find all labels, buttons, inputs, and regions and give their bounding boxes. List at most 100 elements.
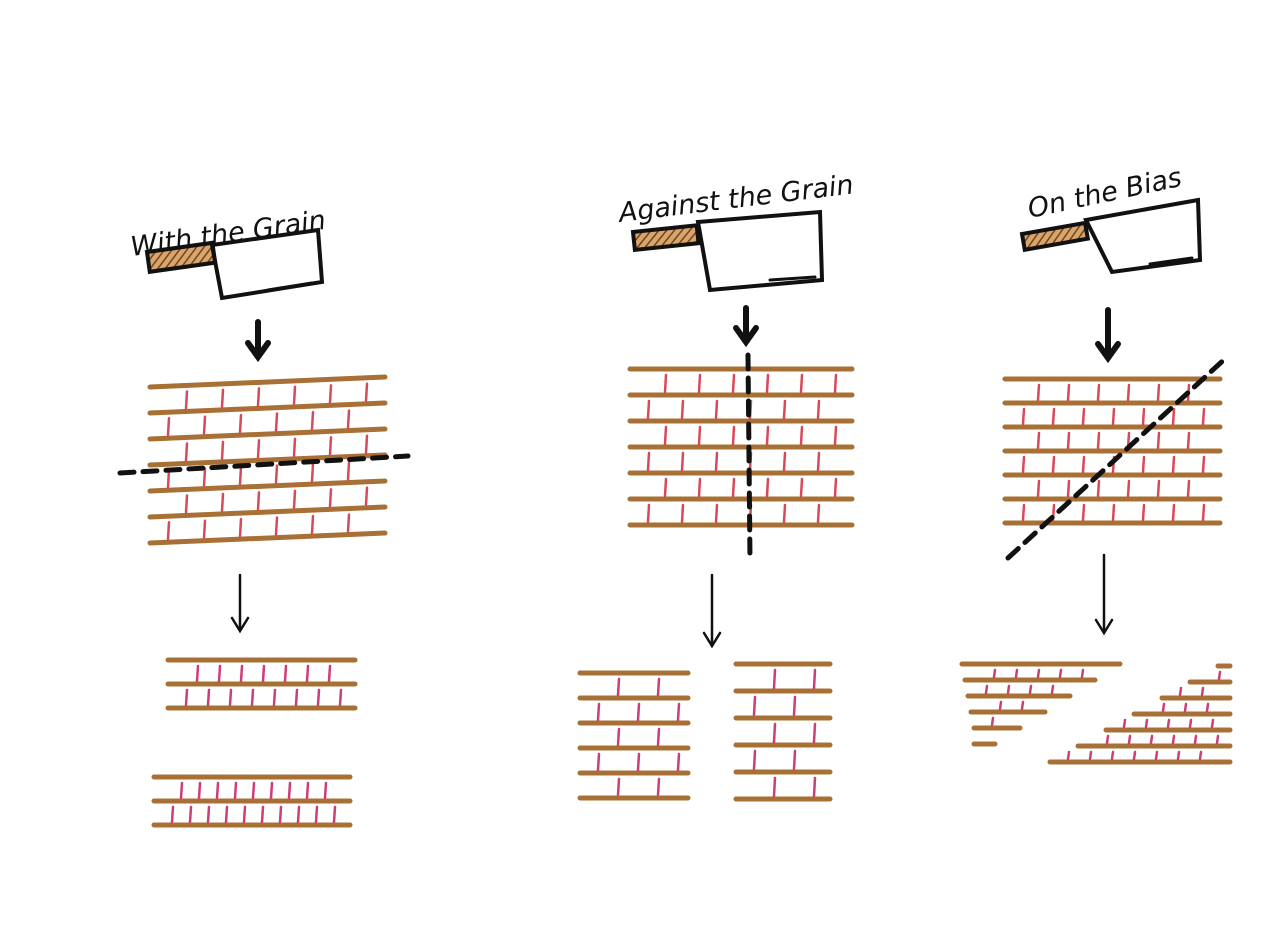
fiber-mark: [772, 668, 777, 690]
fiber-mark: [1217, 670, 1222, 681]
fiber-mark: [328, 384, 333, 404]
fiber-mark: [1186, 479, 1191, 498]
fiber-mark: [1141, 503, 1146, 522]
fiber-mark: [990, 716, 995, 727]
fiber-mark: [1156, 431, 1161, 450]
fiber-mark: [731, 425, 736, 446]
fiber-mark: [1021, 503, 1026, 522]
fiber-mark: [1105, 734, 1110, 745]
fiber-mark: [184, 494, 189, 514]
fiber-mark: [1198, 750, 1203, 761]
fiber-mark: [238, 465, 243, 486]
fiber-mark: [166, 416, 171, 437]
fiber-mark: [1111, 407, 1116, 426]
fiber-mark: [1126, 383, 1131, 402]
fiber-mark: [206, 805, 211, 824]
fiber-mark: [1144, 718, 1149, 729]
fiber-mark: [310, 514, 315, 535]
fiber-mark: [1081, 407, 1086, 426]
panel-with-the-grain: With the Grain: [117, 205, 411, 828]
fiber-mark: [220, 492, 225, 513]
fiber-mark: [274, 412, 279, 432]
fiber-mark: [1080, 668, 1085, 679]
fiber-mark: [1200, 686, 1205, 697]
fiber-mark: [310, 462, 315, 483]
fiber-mark: [833, 477, 838, 498]
fiber-mark: [799, 477, 804, 498]
fiber-mark: [166, 468, 171, 489]
fiber-mark: [272, 688, 277, 707]
fiber-mark: [1096, 479, 1101, 498]
fiber-mark: [1127, 734, 1132, 745]
arrow-down-icon: [733, 305, 759, 348]
fiber-mark: [812, 668, 817, 690]
fiber-mark: [251, 781, 256, 800]
fiber-mark: [636, 752, 641, 772]
knife-icon: [144, 227, 325, 301]
fiber-mark: [1006, 684, 1011, 695]
fiber-mark: [228, 688, 233, 707]
fiber-mark: [1161, 702, 1166, 713]
fiber-mark: [364, 382, 369, 403]
fiber-mark: [992, 668, 997, 679]
fiber-mark: [1036, 431, 1041, 450]
cut-line: [117, 453, 411, 476]
fiber-mark: [676, 702, 681, 722]
fiber-mark: [274, 464, 279, 484]
fiber-mark: [1028, 684, 1033, 695]
fiber-mark: [323, 781, 328, 800]
fiber-mark: [1149, 734, 1154, 745]
fiber-mark: [310, 410, 315, 431]
fiber-mark: [1021, 407, 1026, 426]
fiber-mark: [663, 425, 668, 446]
fiber-mark: [799, 373, 804, 394]
fiber-mark: [765, 425, 770, 446]
fiber-mark: [269, 781, 274, 800]
panel-against-the-grain: Against the Grain: [577, 169, 855, 802]
fiber-mark: [1066, 431, 1071, 450]
fiber-mark: [1141, 407, 1146, 426]
fiber-mark: [833, 425, 838, 446]
fiber-mark: [239, 664, 244, 683]
fiber-mark: [1193, 734, 1198, 745]
fiber-mark: [1201, 503, 1206, 522]
cut-result-pieces: [577, 661, 833, 802]
fiber-mark: [765, 477, 770, 498]
fiber-mark: [260, 805, 265, 824]
fiber-mark: [1171, 407, 1176, 426]
fiber-mark: [782, 503, 787, 524]
fiber-mark: [188, 805, 193, 824]
fiber-mark: [1088, 750, 1093, 761]
panel-on-the-bias: On the Bias: [959, 162, 1233, 765]
fiber-mark: [680, 451, 685, 472]
fiber-mark: [596, 702, 601, 722]
fiber-mark: [1081, 455, 1086, 474]
fiber-mark: [1186, 431, 1191, 450]
fiber-mark: [1066, 383, 1071, 402]
fiber-mark: [731, 373, 736, 394]
grain-line: [147, 504, 388, 520]
fiber-mark: [1188, 718, 1193, 729]
fiber-mark: [816, 399, 821, 420]
fiber-mark: [646, 451, 651, 472]
fiber-mark: [220, 388, 225, 409]
fiber-mark: [184, 688, 189, 707]
fiber-mark: [1036, 479, 1041, 498]
fiber-mark: [1014, 668, 1019, 679]
fiber-mark: [305, 781, 310, 800]
fiber-mark: [1066, 750, 1071, 761]
fiber-mark: [202, 467, 207, 487]
fiber-mark: [202, 519, 207, 539]
fiber-mark: [256, 439, 261, 459]
fiber-mark: [242, 805, 247, 824]
fiber-mark: [596, 752, 601, 772]
fiber-mark: [316, 688, 321, 707]
fiber-mark: [697, 477, 702, 498]
fiber-mark: [714, 503, 719, 524]
grain-block: [147, 374, 388, 546]
fiber-mark: [250, 688, 255, 707]
fiber-mark: [646, 503, 651, 524]
fiber-mark: [256, 387, 261, 407]
fiber-mark: [1096, 431, 1101, 450]
